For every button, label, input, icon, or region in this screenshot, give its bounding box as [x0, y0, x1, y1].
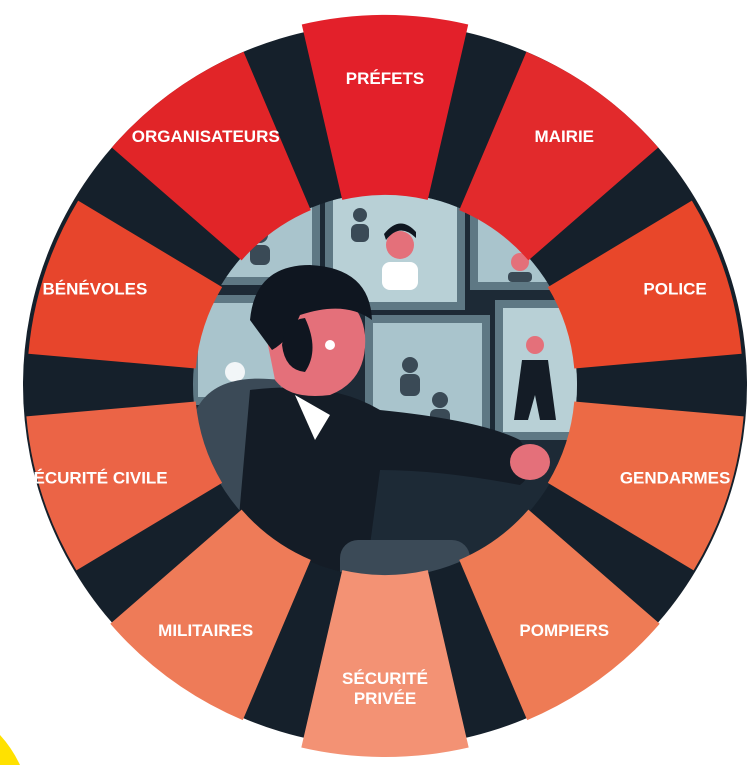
segment-label-7: MILITAIRES [158, 621, 253, 640]
segment-wheel: PRÉFETS MAIRIE POLICE GENDARMES POMPIERS SÉCU… [22, 15, 744, 757]
segment-6 [301, 570, 469, 757]
segment-label-1: PRÉFETS [346, 69, 424, 88]
segment-4 [547, 401, 744, 571]
segment-5 [459, 509, 660, 721]
segment-label-9: BÉNÉVOLES [42, 280, 147, 299]
segment-2 [459, 51, 659, 261]
segment-label-8: SÉCURITÉ CIVILE [22, 469, 167, 488]
yellow-corner-accent [0, 735, 20, 765]
segment-label-3: POLICE [643, 280, 706, 299]
segment-label-2: MAIRIE [535, 128, 595, 147]
segment-8 [26, 401, 223, 571]
segment-label-10: ORGANISATEURS [132, 128, 280, 147]
segment-9 [28, 200, 223, 369]
segment-3 [547, 200, 742, 369]
segment-1 [301, 15, 469, 200]
segment-7 [110, 509, 311, 721]
segment-label-5: POMPIERS [519, 621, 609, 640]
segment-label-4: GENDARMES [620, 469, 731, 488]
segment-10 [111, 51, 311, 261]
